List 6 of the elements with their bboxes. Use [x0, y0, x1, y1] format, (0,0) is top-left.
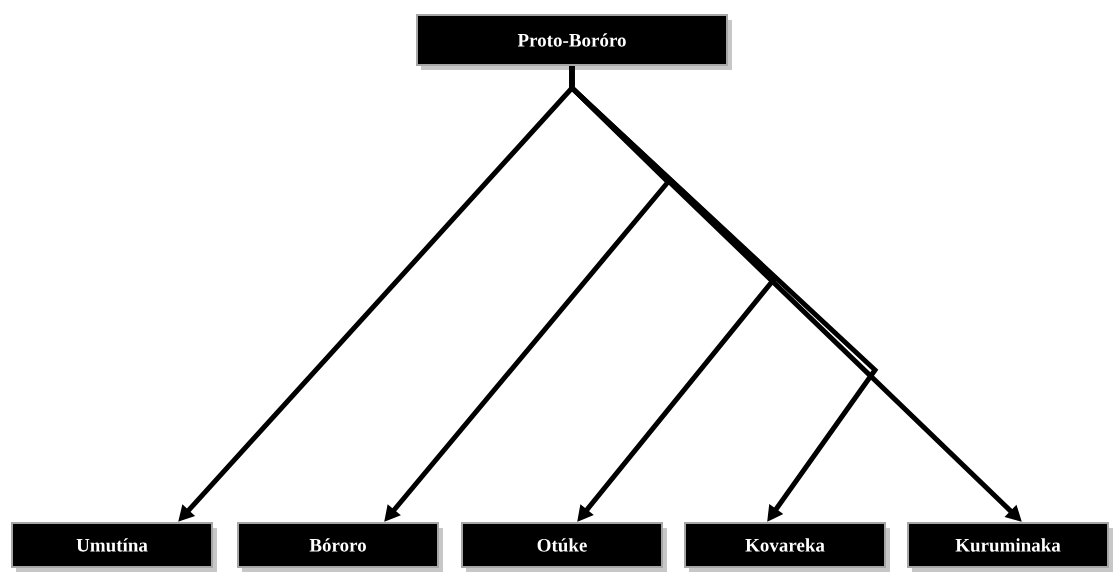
language-box: Otúke	[461, 522, 667, 572]
language-box: Umutína	[11, 522, 217, 572]
language-box: Kovareka	[684, 522, 890, 572]
language-box: Bóroro	[237, 522, 443, 572]
language-box: Proto-Boróro	[416, 14, 732, 70]
language-box: Kuruminaka	[907, 522, 1113, 572]
